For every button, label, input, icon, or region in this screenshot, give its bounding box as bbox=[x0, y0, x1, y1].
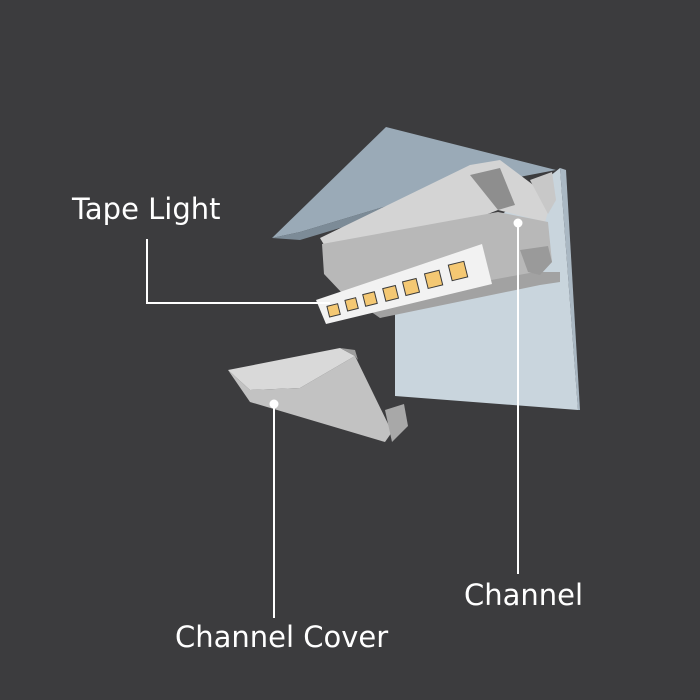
led-chip bbox=[382, 284, 400, 302]
led-chip bbox=[401, 277, 421, 297]
ceiling-panel bbox=[272, 127, 556, 238]
channel-cover-label: Channel Cover bbox=[175, 620, 389, 654]
channel-shadow-groove bbox=[470, 168, 515, 210]
channel-flange-right bbox=[530, 172, 556, 214]
channel-cover-top bbox=[228, 348, 355, 390]
channel-label: Channel bbox=[464, 578, 584, 612]
channel-cover-face bbox=[228, 356, 392, 442]
ceiling-panel-underside bbox=[272, 196, 420, 240]
channel-cover-edge bbox=[340, 348, 358, 360]
channel-lower-lip bbox=[360, 272, 560, 318]
led-chip bbox=[344, 297, 359, 312]
tape-light-label: Tape Light bbox=[72, 192, 221, 226]
led-chips bbox=[326, 260, 469, 318]
tape-light-leader-line bbox=[146, 239, 330, 304]
led-chip bbox=[326, 303, 341, 318]
led-chip bbox=[423, 269, 444, 290]
led-chip bbox=[362, 291, 378, 307]
channel-cover-fin bbox=[385, 404, 408, 442]
wall-panel-edge bbox=[560, 168, 580, 410]
channel-shadow-groove-2 bbox=[520, 246, 552, 275]
led-chip bbox=[447, 260, 469, 282]
